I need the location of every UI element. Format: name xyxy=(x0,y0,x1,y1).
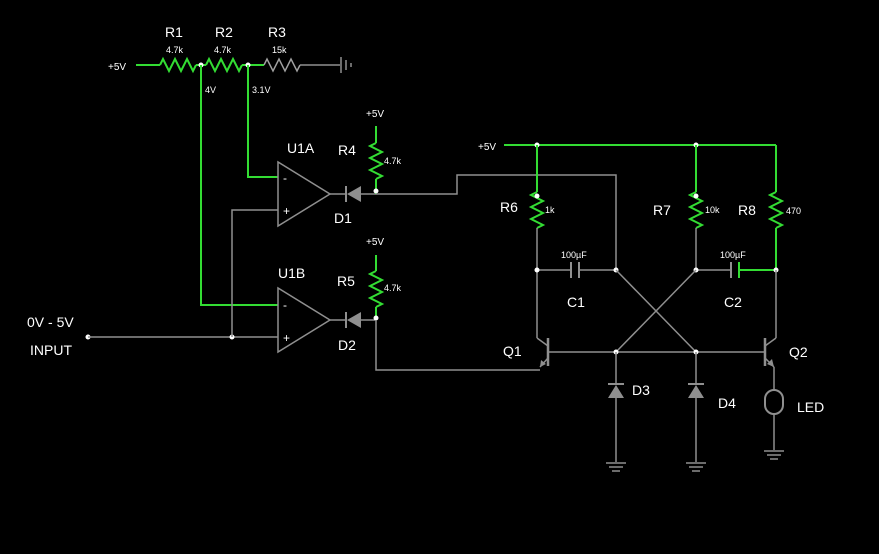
resistor-r5[interactable] xyxy=(367,270,385,308)
resistor-r3[interactable] xyxy=(263,57,301,73)
node-voltage-4v: 4V xyxy=(205,85,216,95)
r8-label: R8 xyxy=(738,202,756,218)
supply-label-top-left: +5V xyxy=(108,62,126,73)
resistor-r7[interactable] xyxy=(687,191,705,229)
r6-value: 1k xyxy=(545,205,555,215)
resistor-r6[interactable] xyxy=(528,191,546,229)
r2-label: R2 xyxy=(215,24,233,40)
svg-text:+: + xyxy=(283,204,290,218)
q2-label: Q2 xyxy=(789,344,808,360)
junction-r5 xyxy=(373,315,379,321)
ground-symbol-d4 xyxy=(686,462,706,472)
svg-text:-: - xyxy=(283,171,287,185)
ground-symbol-led xyxy=(764,450,784,460)
r4-value: 4.7k xyxy=(384,156,402,166)
svg-text:-: - xyxy=(283,298,287,312)
transistor-q1[interactable] xyxy=(536,337,550,368)
r8-value: 470 xyxy=(786,206,801,216)
supply-label-r4: +5V xyxy=(366,109,384,120)
diode-d1[interactable] xyxy=(345,186,361,202)
led-label: LED xyxy=(797,399,824,415)
diode-d4[interactable] xyxy=(688,383,704,398)
capacitor-c2[interactable] xyxy=(730,262,740,278)
q1-label: Q1 xyxy=(503,343,522,359)
r7-value: 10k xyxy=(705,205,720,215)
led[interactable] xyxy=(764,389,784,415)
c1-value: 100µF xyxy=(561,250,587,260)
u1a-label: U1A xyxy=(287,140,315,156)
resistor-r2[interactable] xyxy=(205,56,243,74)
ground-symbol-d3 xyxy=(606,462,626,472)
r2-value: 4.7k xyxy=(214,45,232,55)
input-range-label: 0V - 5V xyxy=(27,314,74,330)
supply-label-rail: +5V xyxy=(478,142,496,153)
node-voltage-3v1: 3.1V xyxy=(252,85,271,95)
capacitor-c1[interactable] xyxy=(570,262,580,278)
c2-value: 100µF xyxy=(720,250,746,260)
d3-label: D3 xyxy=(632,382,650,398)
junction-r6 xyxy=(534,193,540,199)
r5-label: R5 xyxy=(337,273,355,289)
resistor-r1[interactable] xyxy=(159,56,197,74)
ground-symbol-divider xyxy=(340,57,352,73)
junction-c1-left xyxy=(534,267,540,273)
r3-value: 15k xyxy=(272,45,287,55)
diode-d3[interactable] xyxy=(608,383,624,398)
diode-d2[interactable] xyxy=(345,312,361,328)
r3-label: R3 xyxy=(268,24,286,40)
d4-label: D4 xyxy=(718,395,736,411)
junction-r7 xyxy=(693,193,699,199)
r1-value: 4.7k xyxy=(166,45,184,55)
r5-value: 4.7k xyxy=(384,283,402,293)
svg-text:+5V: +5V xyxy=(108,62,126,73)
u1b-label: U1B xyxy=(278,265,305,281)
r6-label: R6 xyxy=(500,199,518,215)
d2-label: D2 xyxy=(338,337,356,353)
c2-label: C2 xyxy=(724,294,742,310)
junction-r4 xyxy=(373,188,379,194)
input-label: INPUT xyxy=(30,342,72,358)
svg-text:+: + xyxy=(283,331,290,345)
r7-label: R7 xyxy=(653,202,671,218)
resistor-r8[interactable] xyxy=(767,191,785,229)
transistor-q2[interactable] xyxy=(763,337,777,368)
d1-label: D1 xyxy=(334,210,352,226)
opamp-u1b[interactable]: - + xyxy=(277,286,332,354)
opamp-u1a[interactable]: - + xyxy=(277,160,332,228)
resistor-r4[interactable] xyxy=(367,142,385,180)
r4-label: R4 xyxy=(338,142,356,158)
supply-label-r5: +5V xyxy=(366,237,384,248)
r1-label: R1 xyxy=(165,24,183,40)
c1-label: C1 xyxy=(567,294,585,310)
